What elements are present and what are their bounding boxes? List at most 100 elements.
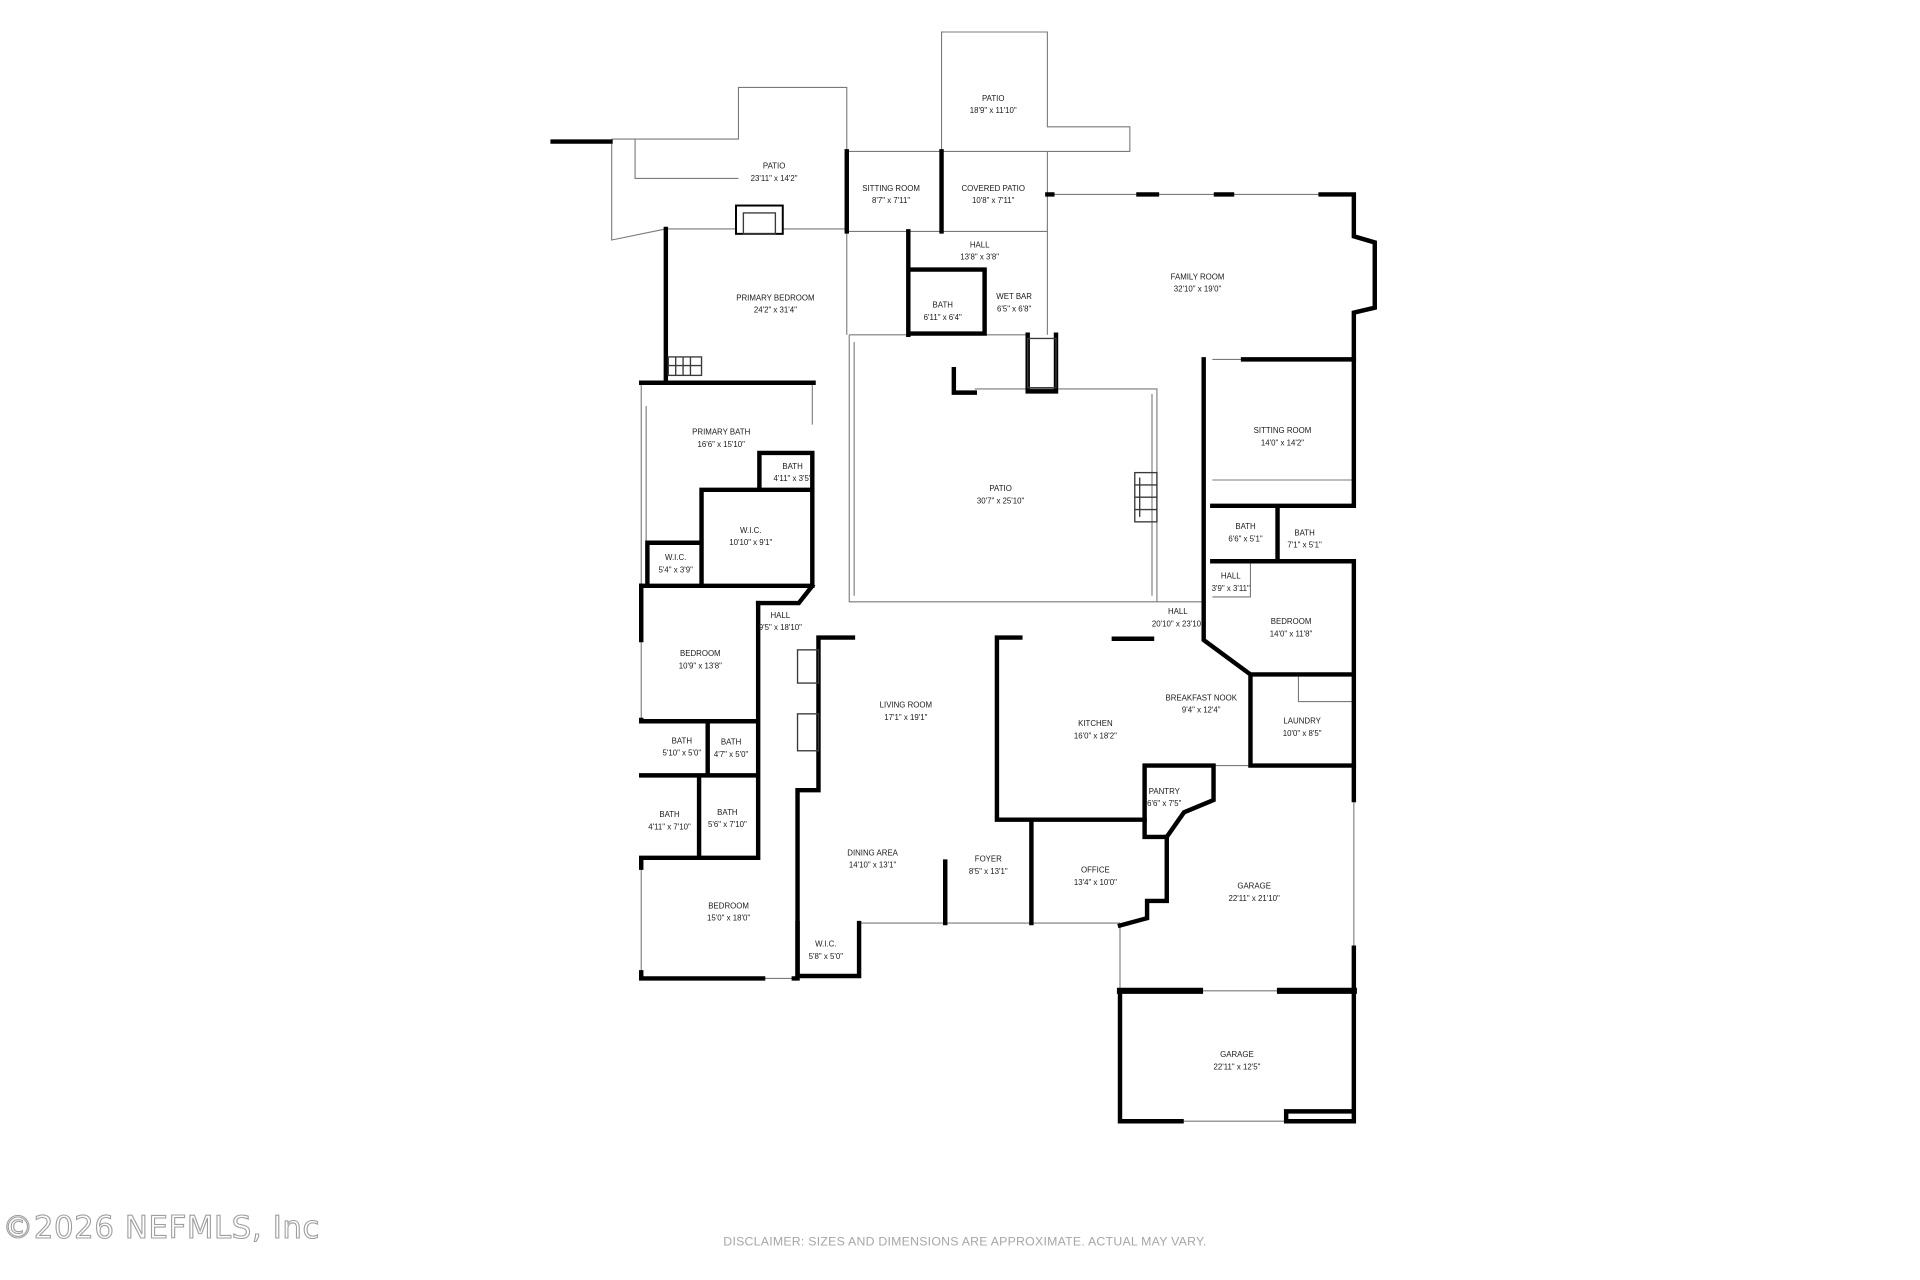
room-name: GARAGE	[1237, 882, 1271, 891]
room-size: 5'4" x 3'9"	[659, 565, 694, 574]
room-size: 4'11" x 7'10"	[648, 823, 691, 832]
room-foyer: FOYER 8'5" x 13'1"	[969, 855, 1008, 876]
room-size: 13'4" x 10'0"	[1074, 878, 1117, 887]
room-hall-north: HALL 13'8" x 3'8"	[960, 240, 999, 261]
room-hall-west: HALL 9'5" x 18'10"	[759, 611, 802, 632]
walls-pantry	[1142, 763, 1216, 840]
walls-garage	[1117, 763, 1357, 993]
patio-fireplace-hatch	[1134, 477, 1157, 517]
room-name: LAUNDRY	[1283, 717, 1321, 726]
room-name: BATH	[717, 808, 738, 817]
stairs-treads	[668, 356, 702, 376]
patio-north-outline	[940, 31, 1131, 152]
room-name: FOYER	[975, 855, 1002, 864]
room-size: 16'6" x 15'10"	[697, 440, 745, 449]
room-kitchen: KITCHEN 16'0" x 18'2"	[1074, 719, 1117, 740]
room-name: BEDROOM	[708, 901, 749, 910]
fixtures	[667, 204, 1158, 752]
disclaimer-text: DISCLAIMER: SIZES AND DIMENSIONS ARE APP…	[723, 1235, 1206, 1249]
room-name: HALL	[970, 240, 990, 249]
room-name: BATH	[782, 462, 803, 471]
room-name: BEDROOM	[680, 649, 721, 658]
room-garage-main: GARAGE 22'11" x 21'10"	[1229, 882, 1280, 903]
room-size: 5'8" x 5'0"	[809, 952, 844, 961]
room-name: PATIO	[982, 94, 1004, 103]
room-name: KITCHEN	[1078, 719, 1113, 728]
room-size: 16'0" x 18'2"	[1074, 731, 1117, 740]
room-size: 20'10" x 23'10"	[1152, 619, 1204, 628]
room-name: PATIO	[763, 162, 785, 171]
room-size: 6'5" x 6'8"	[997, 304, 1032, 313]
walls-west-wing	[639, 583, 800, 981]
walls-north	[844, 149, 1055, 337]
walls-family-room	[1136, 192, 1377, 362]
room-size: 6'6" x 5'1"	[1228, 535, 1263, 544]
room-size: 10'8" x 7'11"	[972, 196, 1015, 205]
room-size: 22'11" x 12'5"	[1213, 1063, 1260, 1072]
room-name: BATH	[721, 738, 742, 747]
room-name: BREAKFAST NOOK	[1165, 693, 1237, 702]
walls	[550, 139, 1377, 1124]
cabinet-lower	[796, 713, 820, 752]
room-size: 6'11" x 6'4"	[924, 313, 962, 322]
room-name: OFFICE	[1081, 866, 1110, 875]
window-lines-west	[640, 382, 813, 973]
walls-east-wing	[1201, 357, 1357, 768]
room-size: 4'11" x 3'5"	[774, 474, 812, 483]
room-size: 4'7" x 5'0"	[714, 750, 749, 759]
walls-living-dining	[795, 635, 948, 979]
room-size: 3'9" x 3'11"	[1212, 584, 1250, 593]
room-name: W.I.C.	[815, 939, 836, 948]
room-name: BATH	[1294, 528, 1315, 537]
room-patio-central: PATIO 30'7" x 25'10"	[977, 484, 1025, 505]
room-size: 15'0" x 18'0"	[707, 914, 750, 923]
room-size: 13'8" x 3'8"	[960, 253, 999, 262]
central-patio-outline	[848, 334, 1204, 603]
room-name: COVERED PATIO	[961, 184, 1024, 193]
cabinet-upper	[796, 649, 820, 684]
walls-patio-structures	[951, 332, 1059, 395]
room-bath-west-3: BATH 4'11" x 7'10"	[648, 810, 691, 831]
room-size: 8'5" x 13'1"	[969, 867, 1008, 876]
room-name: HALL	[770, 611, 790, 620]
room-size: 30'7" x 25'10"	[977, 496, 1025, 505]
room-wic-south: W.I.C. 5'8" x 5'0"	[809, 939, 844, 960]
room-size: 18'9" x 11'10"	[970, 106, 1017, 115]
room-garage-rear: GARAGE 22'11" x 12'5"	[1213, 1050, 1260, 1071]
room-size: 22'11" x 21'10"	[1229, 894, 1280, 903]
room-size: 9'4" x 12'4"	[1182, 706, 1221, 715]
room-covered-patio: COVERED PATIO 10'8" x 7'11"	[961, 184, 1024, 205]
room-name: GARAGE	[1220, 1050, 1254, 1059]
fireplace-firebox	[742, 212, 777, 235]
room-size: 9'5" x 18'10"	[759, 623, 802, 632]
room-name: PANTRY	[1149, 787, 1181, 796]
room-name: BATH	[933, 301, 954, 310]
room-name: HALL	[1168, 607, 1188, 616]
room-wic-primary: W.I.C.10'10" x 9'1"	[729, 526, 772, 547]
room-size: 14'10" x 13'1"	[849, 861, 897, 870]
patio-west-outline	[611, 86, 848, 241]
walls-rear-garage	[1117, 988, 1357, 1124]
room-name: PATIO	[989, 484, 1011, 493]
room-name: BATH	[659, 810, 680, 819]
room-name: LIVING ROOM	[880, 701, 932, 710]
room-name: SITTING ROOM	[862, 184, 920, 193]
room-name: BATH	[1235, 522, 1256, 531]
walls-primary-suite	[639, 226, 816, 606]
